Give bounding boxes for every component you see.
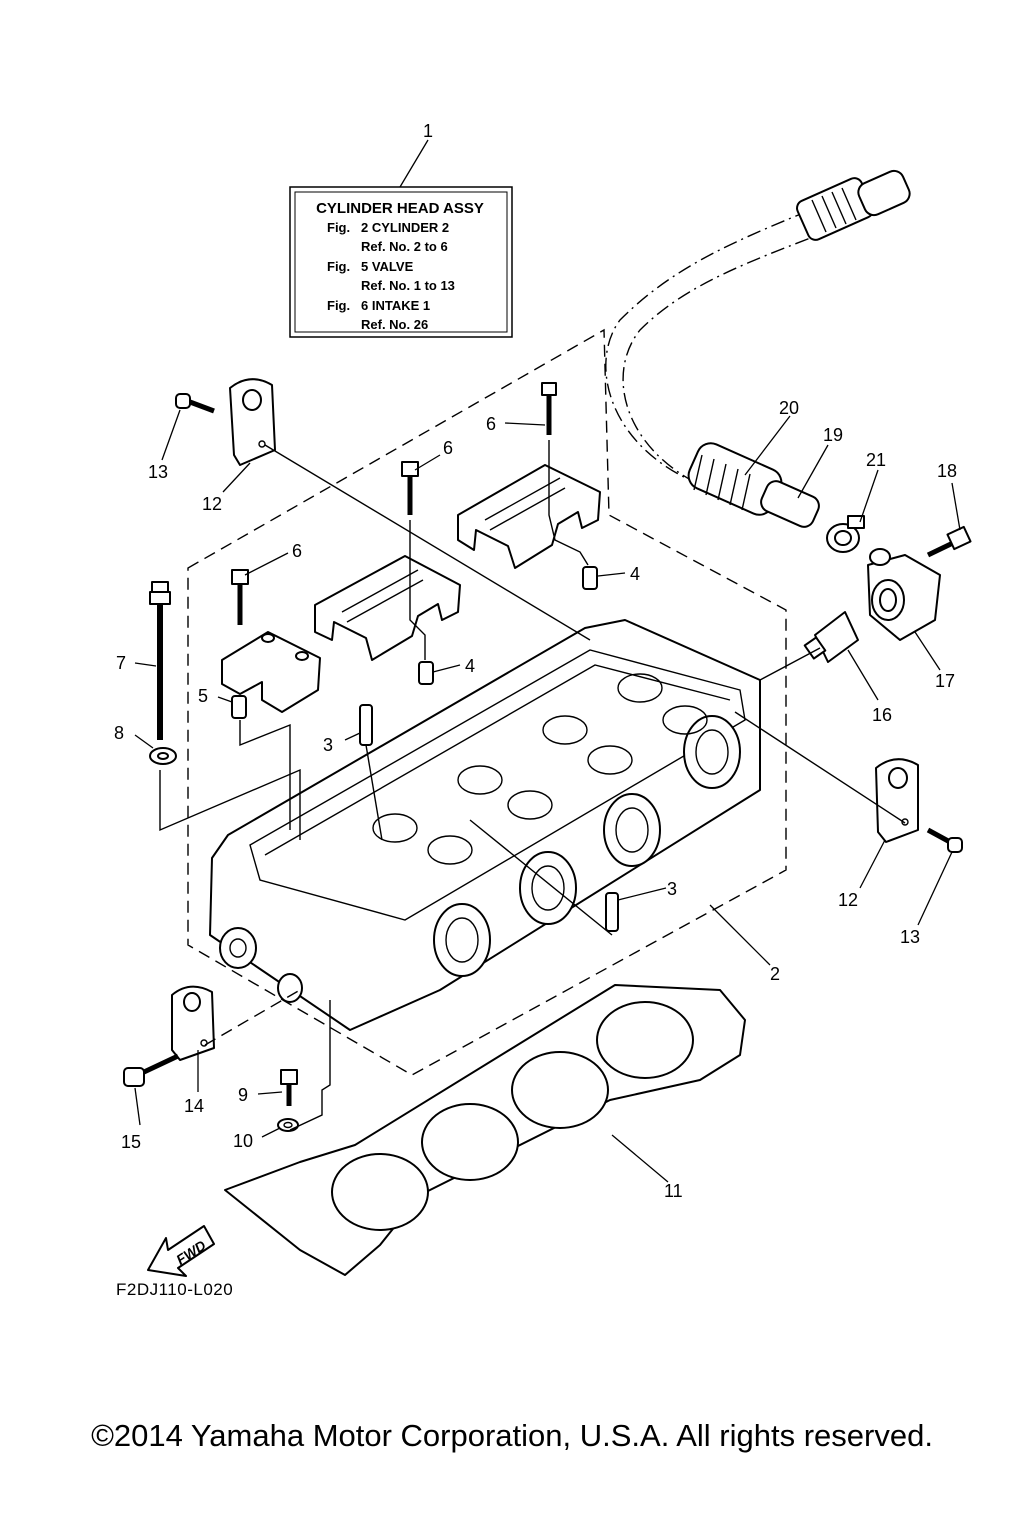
callout-14: 14 <box>184 1096 204 1116</box>
callout-20: 20 <box>779 398 799 418</box>
valve-guide-3-upper <box>359 704 373 746</box>
thermo-sensor-16 <box>803 611 859 663</box>
callout-3a: 3 <box>323 735 333 755</box>
bracket-14 <box>171 985 215 1061</box>
callout-leaders <box>134 409 961 1183</box>
ref-line-5-fig: Fig. <box>327 298 350 313</box>
ref-line-6-text: Ref. No. 26 <box>361 317 428 332</box>
bolt-9 <box>280 1069 298 1106</box>
callout-13a: 13 <box>148 462 168 482</box>
callout-15: 15 <box>121 1132 141 1152</box>
callout-19: 19 <box>823 425 843 445</box>
valve-guide-3-lower <box>605 892 619 932</box>
ref-line-5-text: 6 INTAKE 1 <box>361 298 430 313</box>
ref-line-3-fig: Fig. <box>327 259 350 274</box>
bolt-6-middle <box>401 461 419 515</box>
callout-7: 7 <box>116 653 126 673</box>
hose-upper-end <box>796 169 911 241</box>
screw-13-lower <box>926 827 963 853</box>
bolt-15 <box>123 1053 180 1087</box>
hose-assembly <box>605 169 911 528</box>
head-bolt-7 <box>149 581 171 740</box>
bolt-6-front <box>231 569 249 625</box>
ref-line-4-text: Ref. No. 1 to 13 <box>361 278 455 293</box>
assembly-boundary <box>187 328 787 1076</box>
bracket-12-upper <box>229 378 276 466</box>
cylinder-head-body <box>209 619 761 1031</box>
ref-line-1-text: 2 CYLINDER 2 <box>361 220 449 235</box>
bolt-6-upper <box>541 382 557 435</box>
head-gasket-11 <box>224 984 746 1276</box>
camshaft-cap-front <box>221 631 321 713</box>
hose-clamp-21 <box>826 515 865 553</box>
dowel-4-lower <box>418 661 434 685</box>
callout-17: 17 <box>935 671 955 691</box>
washer-10 <box>277 1118 299 1132</box>
camshaft-cap-upper-right <box>457 464 601 569</box>
camshaft-cap-middle <box>314 555 461 661</box>
reference-box: 1 CYLINDER HEAD ASSY Fig. 2 CYLINDER 2 R… <box>289 121 513 338</box>
callout-6b: 6 <box>443 438 453 458</box>
callout-13b: 13 <box>900 927 920 947</box>
pipe-19 <box>760 480 820 528</box>
copyright-notice: ©2014 Yamaha Motor Corporation, U.S.A. A… <box>91 1418 933 1453</box>
callout-8: 8 <box>114 723 124 743</box>
ref-line-3-text: 5 VALVE <box>361 259 414 274</box>
callout-18: 18 <box>937 461 957 481</box>
callout-5: 5 <box>198 686 208 706</box>
callout-6c: 6 <box>292 541 302 561</box>
callout-12a: 12 <box>202 494 222 514</box>
callout-21: 21 <box>866 450 886 470</box>
callout-4a: 4 <box>630 564 640 584</box>
callout-1: 1 <box>423 121 433 141</box>
callout-6a: 6 <box>486 414 496 434</box>
callout-10: 10 <box>233 1131 253 1151</box>
callout-4b: 4 <box>465 656 475 676</box>
ref-box-title: CYLINDER HEAD ASSY <box>316 200 484 217</box>
hose-20 <box>687 442 783 516</box>
callout-3b: 3 <box>667 879 677 899</box>
callout-9: 9 <box>238 1085 248 1105</box>
fwd-arrow: FWD <box>147 1225 215 1277</box>
callout-11: 11 <box>664 1181 683 1201</box>
dowel-5 <box>231 695 247 719</box>
diagram-code: F2DJ110-L020 <box>116 1280 234 1299</box>
callout-2: 2 <box>770 964 780 984</box>
connection-lines <box>159 440 906 1131</box>
ref-line-2-text: Ref. No. 2 to 6 <box>361 239 448 254</box>
screw-13-upper <box>175 393 215 414</box>
ref-line-1-fig: Fig. <box>327 220 350 235</box>
bracket-12-lower <box>875 758 919 843</box>
bolt-18 <box>926 525 972 558</box>
callout-16: 16 <box>872 705 892 725</box>
washer-8 <box>149 747 177 765</box>
dowel-4-upper <box>582 566 598 590</box>
callout-12b: 12 <box>838 890 858 910</box>
callout-numbers: 2 3 3 4 4 5 6 6 6 7 8 9 10 11 12 12 13 1… <box>114 398 957 1201</box>
water-joint-17 <box>867 548 941 641</box>
